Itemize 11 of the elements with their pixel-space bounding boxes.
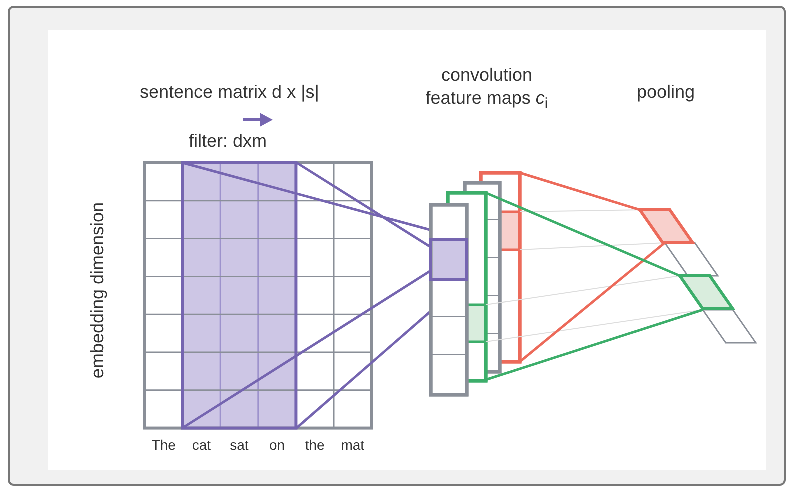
word-label: the [304, 437, 326, 453]
word-label: sat [229, 437, 250, 453]
axis-title: sentence matrix d x |s| [140, 82, 320, 103]
axis-title: embedding dimension [88, 201, 108, 380]
filter-label: filter: dxm [189, 131, 268, 152]
word-label: cat [191, 437, 212, 453]
word-label: The [150, 437, 177, 453]
layer-title: convolution feature maps c$_{i}$ [424, 64, 550, 115]
layer-title: pooling [637, 82, 696, 103]
word-label: mat [340, 437, 366, 453]
word-label: on [268, 437, 286, 453]
